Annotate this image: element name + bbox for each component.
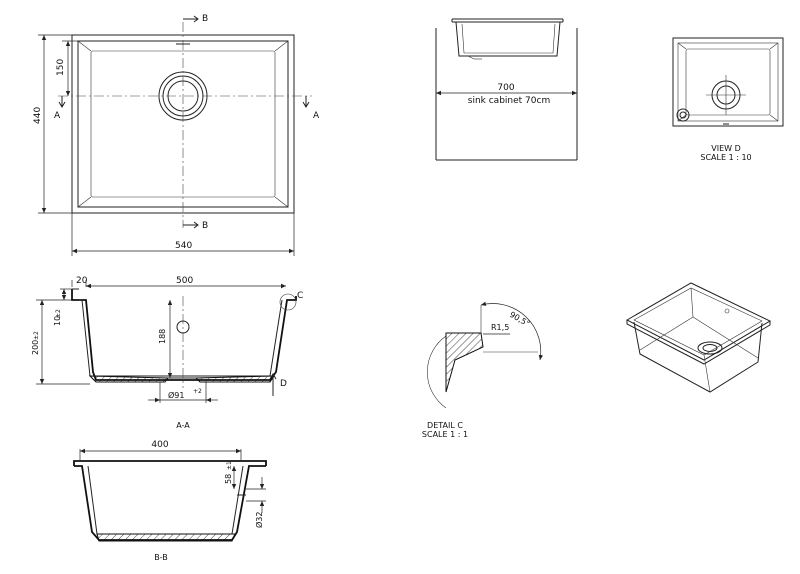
view-d: VIEW D SCALE 1 : 10	[672, 37, 784, 162]
cabinet-view: 700 sink cabinet 70cm	[435, 18, 578, 161]
detail-c: 90,5° R1,5 DETAIL C SCALE 1 : 1	[422, 301, 544, 439]
section-a-a-profile	[71, 288, 297, 383]
cabinet-note: sink cabinet 70cm	[468, 96, 550, 106]
detail-c-angle: 90,5°	[508, 310, 531, 329]
dim-58-tol: ±1	[226, 461, 233, 470]
dim-200-label: 200	[31, 340, 40, 355]
dim-20-label: 20	[76, 276, 88, 286]
iso-overflow	[724, 308, 730, 314]
isometric-view	[625, 282, 772, 393]
view-d-scale: SCALE 1 : 10	[700, 153, 751, 162]
view-d-overflow	[676, 108, 690, 122]
dim-440-label: 440	[33, 107, 43, 124]
section-b-b-profile	[73, 460, 267, 542]
view-d-rim	[677, 42, 779, 122]
view-d-drain	[706, 75, 746, 115]
dim-700-label: 700	[497, 83, 514, 93]
dim-hole-label: Ø32	[254, 512, 264, 528]
section-b-arrows: B B	[183, 14, 208, 231]
dim-drain-tol: +2	[193, 388, 202, 395]
detail-c-callout-label: C	[297, 291, 303, 301]
view-d-arrow-label: D	[280, 379, 287, 389]
dim-drain-label: Ø91	[168, 390, 184, 400]
detail-c-radius: R1,5	[491, 323, 509, 332]
dim-400-label: 400	[151, 440, 168, 450]
view-d-basin	[685, 48, 771, 116]
top-view: A A B B 440 150 540	[33, 14, 320, 256]
view-d-title: VIEW D	[711, 144, 741, 153]
dim-10-label: 10	[53, 316, 62, 326]
dim-10-tol: ±2	[55, 309, 62, 318]
detail-c-title: DETAIL C	[427, 421, 463, 430]
section-b-label-top: B	[202, 14, 208, 24]
detail-c-scale: SCALE 1 : 1	[422, 430, 468, 439]
view-d-outer	[672, 37, 784, 127]
section-a-a-title: A-A	[176, 421, 190, 430]
dim-58-label: 58	[224, 474, 233, 484]
section-a-label-left: A	[54, 111, 61, 121]
detail-c-callout-circle	[279, 293, 297, 311]
dim-500-label: 500	[176, 276, 193, 286]
section-a-label-right: A	[313, 111, 320, 121]
detail-c-angle-arc	[480, 301, 544, 361]
detail-c-boundary	[426, 335, 447, 409]
detail-c-section	[445, 332, 484, 393]
section-b-b: 400 58 ±1 Ø32 B-B	[73, 440, 267, 562]
iso-drain	[697, 341, 723, 355]
sink-in-cabinet	[451, 18, 564, 60]
dim-200-tol: ±2	[33, 331, 40, 340]
dim-540-label: 540	[175, 241, 192, 251]
dim-150-label: 150	[56, 59, 66, 76]
dim-188-label: 188	[158, 329, 167, 344]
section-b-label-bottom: B	[202, 221, 208, 231]
section-b-b-title: B-B	[154, 553, 168, 562]
section-a-a: 20 500 200 ±2 10 ±2 188 Ø91 +2 C D A-A	[31, 276, 303, 430]
section-a-arrows: A A	[54, 96, 320, 121]
